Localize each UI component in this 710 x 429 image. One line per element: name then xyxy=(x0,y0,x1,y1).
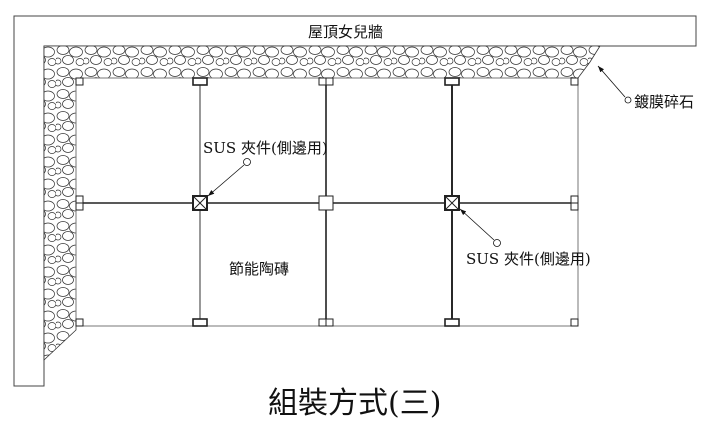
tile-label: 節能陶磚 xyxy=(229,260,290,278)
clip-label-lower: SUS 夾件(側邊用) xyxy=(466,250,591,268)
parapet-wall xyxy=(13,15,697,387)
gravel-label: 鍍膜碎石 xyxy=(634,93,695,111)
diagram-title: 組裝方式(三) xyxy=(268,386,442,421)
parapet-label: 屋頂女兒牆 xyxy=(308,23,384,41)
clip-label-upper: SUS 夾件(側邊用) xyxy=(203,139,328,157)
clip-markers xyxy=(75,77,579,327)
leader-lines xyxy=(207,65,632,247)
